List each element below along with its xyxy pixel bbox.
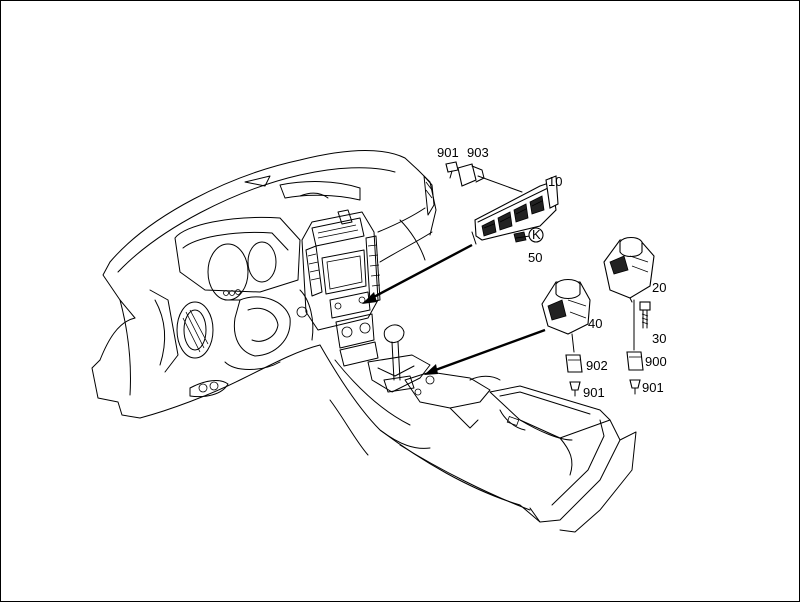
dashboard-illustration xyxy=(91,150,637,533)
part-901-pin-top xyxy=(445,161,459,179)
part-10-switch-panel xyxy=(471,175,559,245)
callout-20: 20 xyxy=(652,280,666,295)
callout-902: 902 xyxy=(586,358,608,373)
arrow-switch-panel xyxy=(367,243,473,302)
callout-30: 30 xyxy=(652,331,666,346)
callout-50: 50 xyxy=(528,250,542,265)
callout-40: 40 xyxy=(588,316,602,331)
callout-901-top: 901 xyxy=(437,145,459,160)
part-50-screw: K xyxy=(513,227,544,243)
screw-mark-label: K xyxy=(532,227,541,242)
arrowhead-gear-switch xyxy=(424,364,438,375)
callout-901-right: 901 xyxy=(642,380,664,395)
part-40-switch xyxy=(541,278,591,353)
callout-10: 10 xyxy=(548,174,562,189)
callout-labels: 901 903 10 50 20 30 40 902 900 901 901 xyxy=(437,145,667,400)
part-902-connector xyxy=(565,354,583,373)
part-903-connector xyxy=(457,163,523,193)
arrow-gear-switch xyxy=(429,328,546,374)
part-900-connector xyxy=(626,351,644,371)
callout-901-left: 901 xyxy=(583,385,605,400)
part-901-pin-left xyxy=(569,381,581,397)
arrowhead-switch-panel xyxy=(362,292,377,304)
part-30-bolt xyxy=(633,299,651,351)
pointer-arrows xyxy=(362,243,546,375)
callout-900: 900 xyxy=(645,354,667,369)
part-901-pin-right xyxy=(629,379,641,395)
part-20-switch xyxy=(603,236,655,303)
callout-903: 903 xyxy=(467,145,489,160)
